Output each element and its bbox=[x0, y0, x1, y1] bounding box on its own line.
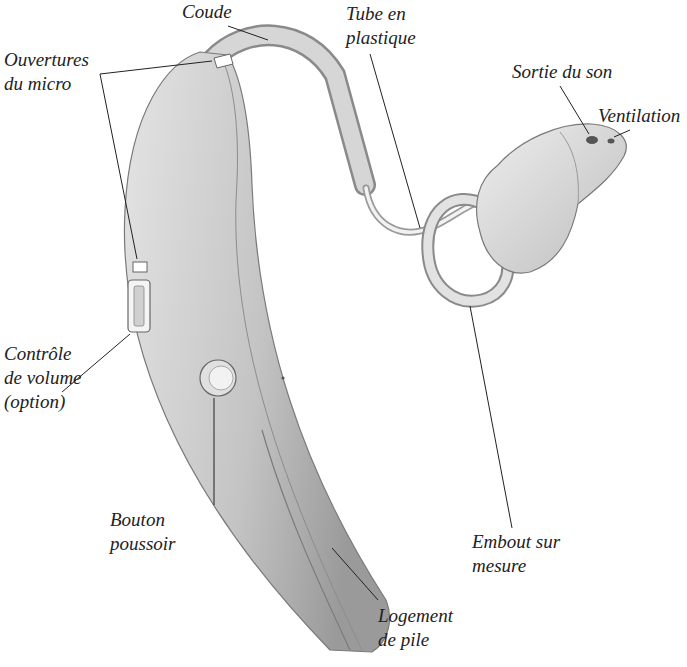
part-label: Tube en plastique bbox=[346, 2, 438, 50]
push-button bbox=[200, 360, 236, 396]
leader-lines bbox=[62, 26, 630, 600]
hearing-aid-body bbox=[124, 52, 389, 652]
vent-hole bbox=[608, 139, 615, 144]
volume-wheel bbox=[128, 280, 150, 332]
part-label: Ouvertures du micro bbox=[4, 48, 104, 96]
part-label: Embout sur mesure bbox=[472, 530, 584, 578]
body-dot bbox=[281, 376, 284, 379]
part-label: Contrôle de volume (option) bbox=[4, 342, 94, 413]
push-button-face bbox=[209, 366, 233, 390]
mic-opening bbox=[214, 54, 233, 68]
volume-wheel-inner bbox=[134, 286, 144, 326]
part-label: Logement de pile bbox=[378, 604, 470, 652]
battery-door-seam bbox=[262, 430, 350, 650]
earmold-canal bbox=[560, 132, 578, 204]
part-label: Bouton poussoir bbox=[110, 508, 192, 556]
part-label: Coude bbox=[182, 0, 262, 24]
part-label: Ventilation bbox=[598, 104, 684, 128]
earmold bbox=[477, 124, 627, 273]
sound-outlet bbox=[586, 136, 598, 144]
mic-opening bbox=[133, 262, 147, 272]
body-edge bbox=[222, 58, 362, 650]
part-label: Sortie du son bbox=[512, 60, 652, 84]
